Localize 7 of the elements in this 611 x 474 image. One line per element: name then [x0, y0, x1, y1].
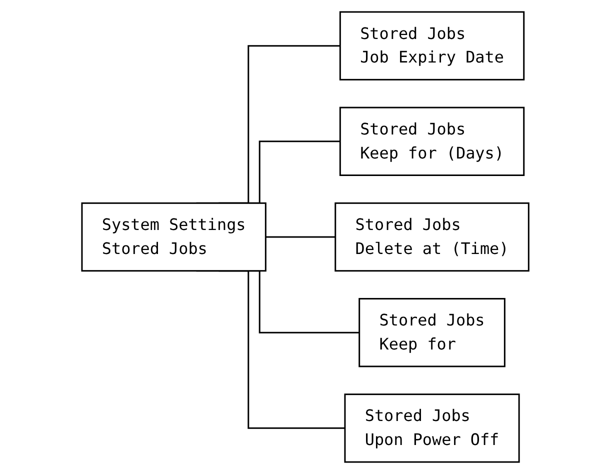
node-box: Stored Jobs Keep for: [358, 298, 506, 368]
node-box: Stored Jobs Keep for (Days): [340, 106, 525, 176]
node-box: Stored Jobs Job Expiry Date: [340, 11, 525, 80]
node-box: System Settings Stored Jobs: [81, 202, 267, 272]
node-box: Stored Jobs Upon Power Off: [344, 394, 520, 463]
connector: [266, 236, 336, 238]
node-box: Stored Jobs Delete at (Time): [334, 202, 530, 272]
